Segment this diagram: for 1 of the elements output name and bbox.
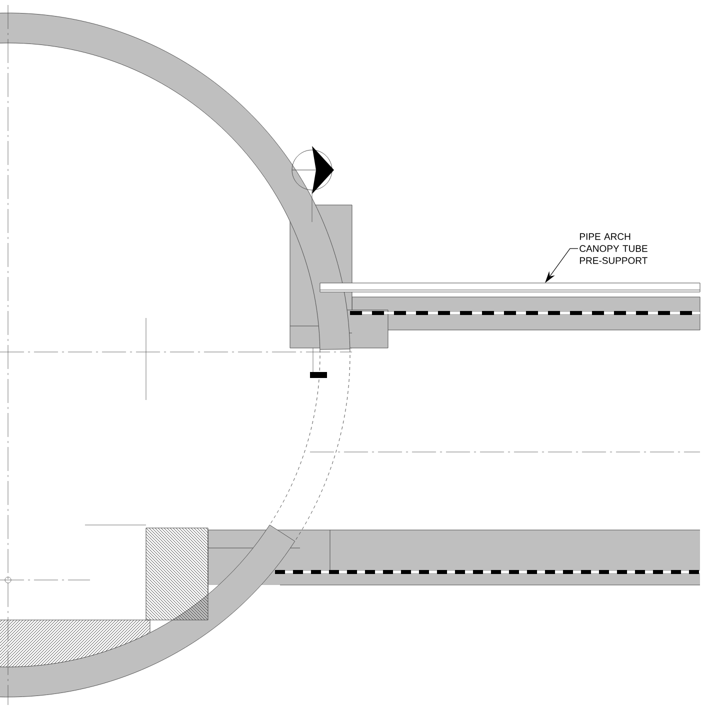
callout-text: PIPE ARCH CANOPY TUBE PRE-SUPPORT bbox=[580, 233, 648, 264]
